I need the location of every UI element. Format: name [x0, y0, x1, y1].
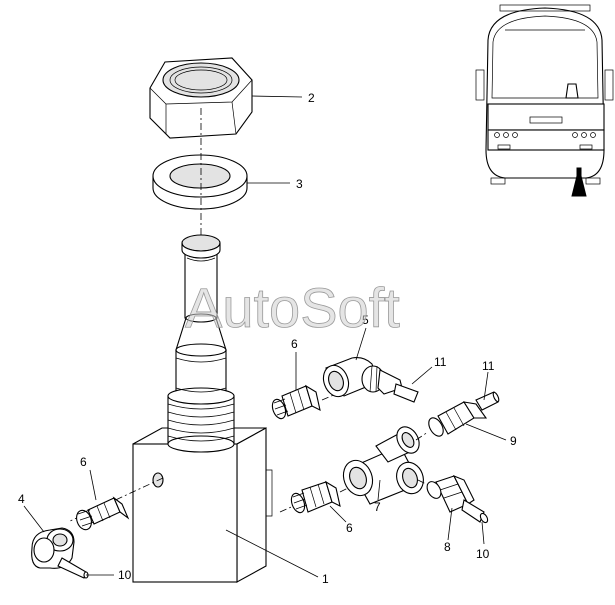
callout-6-upper: 6	[291, 337, 298, 351]
part-4-elbow-fitting	[31, 527, 89, 579]
location-arrow-icon	[571, 167, 587, 197]
callout-5: 5	[362, 313, 369, 327]
callout-10-right: 10	[476, 547, 490, 561]
callout-10-left: 10	[118, 568, 132, 582]
part-5-elbow-connector	[322, 357, 419, 403]
part-9-fitting	[415, 391, 500, 441]
callout-7: 7	[374, 500, 381, 514]
callout-2: 2	[308, 91, 315, 105]
callout-4: 4	[18, 492, 25, 506]
callout-6-left: 6	[80, 455, 87, 469]
part-8-fitting	[417, 474, 489, 524]
callout-11-upper: 11	[434, 355, 447, 369]
part-3-washer	[152, 154, 248, 210]
bus-location-inset	[475, 4, 614, 197]
watermark-text: AutoSoft	[185, 276, 400, 339]
callout-11-right: 11	[482, 359, 495, 373]
part-6-fitting-left	[67, 477, 164, 531]
leader-lines	[23, 95, 507, 578]
part-6-fitting-upper	[271, 384, 337, 420]
callout-1: 1	[322, 572, 329, 586]
callout-8: 8	[444, 540, 451, 554]
callout-9: 9	[510, 434, 517, 448]
part-6-fitting-lower	[279, 480, 353, 514]
part-1-valve-body	[132, 234, 273, 583]
callout-3: 3	[296, 177, 303, 191]
callout-6-lower: 6	[346, 521, 353, 535]
part-7-tee-connector	[342, 426, 424, 505]
part-2-hex-nut	[149, 57, 253, 139]
